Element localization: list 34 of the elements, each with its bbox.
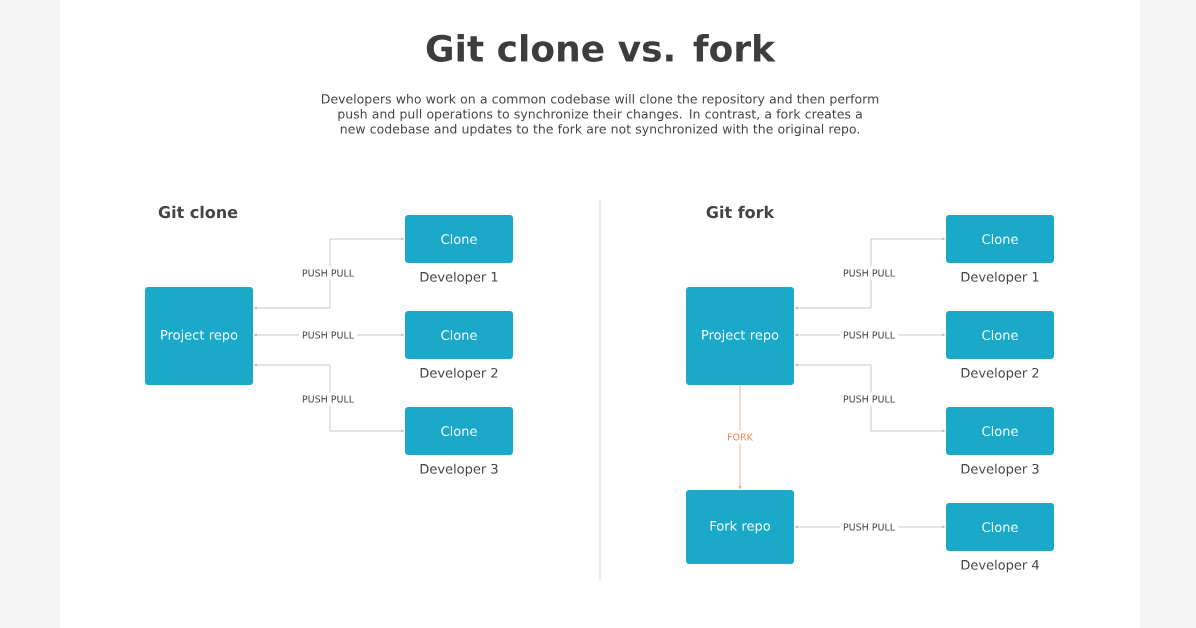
connector-arrow bbox=[253, 363, 405, 433]
developer-label: Developer 3 bbox=[420, 463, 498, 477]
repo-box: Clone bbox=[946, 407, 1054, 455]
title: Git clone vs. fork bbox=[426, 34, 776, 62]
edge-label: PUSH PULL bbox=[839, 520, 899, 534]
repo-box: Clone bbox=[946, 311, 1054, 359]
repo-box: Fork repo bbox=[686, 490, 794, 564]
repo-box: Clone bbox=[405, 407, 513, 455]
edge-label: PUSH PULL bbox=[298, 392, 358, 406]
repo-box: Clone bbox=[405, 311, 513, 359]
repo-box: Project repo bbox=[686, 287, 794, 385]
edge-label: PUSH PULL bbox=[298, 328, 358, 342]
repo-box: Clone bbox=[405, 215, 513, 263]
connector-arrow bbox=[253, 237, 405, 310]
edge-label: PUSH PULL bbox=[839, 328, 899, 342]
developer-label: Developer 2 bbox=[420, 367, 498, 381]
edge-label: PUSH PULL bbox=[298, 266, 358, 280]
developer-label: Developer 3 bbox=[961, 463, 1039, 477]
edge-label: PUSH PULL bbox=[839, 266, 899, 280]
repo-box: Project repo bbox=[145, 287, 253, 385]
edge-label: FORK bbox=[724, 430, 756, 444]
section-heading: Git fork bbox=[706, 205, 775, 219]
edge-label: PUSH PULL bbox=[839, 392, 899, 406]
developer-label: Developer 4 bbox=[961, 559, 1039, 573]
developer-label: Developer 2 bbox=[961, 367, 1039, 381]
description: Developers who work on a common codebase will clone the repository and then perform push and pull operations to synchronize their changes. In contrast, a fork creates a new codebase and updates to the fork are not synchronized with the original repo. bbox=[322, 93, 879, 137]
section-heading: Git clone bbox=[158, 205, 238, 219]
connector-arrow bbox=[794, 363, 946, 433]
connector-arrow bbox=[794, 237, 946, 310]
connector-arrow bbox=[738, 384, 742, 490]
developer-label: Developer 1 bbox=[961, 271, 1039, 285]
repo-box: Clone bbox=[946, 503, 1054, 551]
repo-box: Clone bbox=[946, 215, 1054, 263]
developer-label: Developer 1 bbox=[420, 271, 498, 285]
